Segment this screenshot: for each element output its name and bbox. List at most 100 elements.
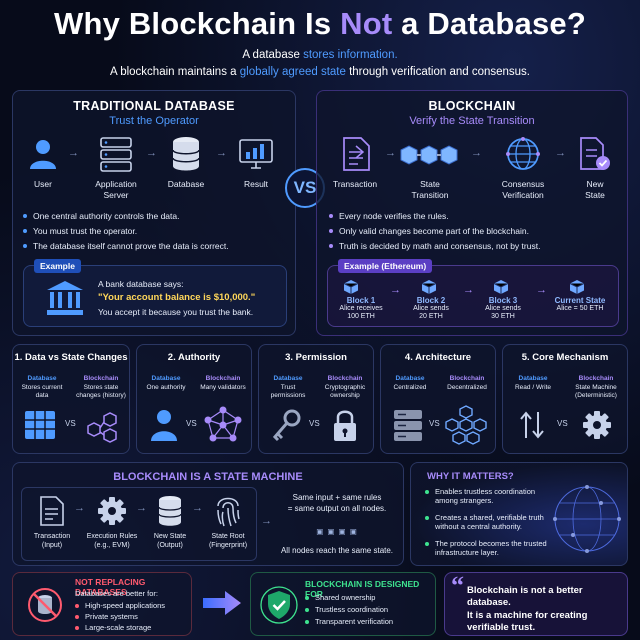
node-icons: ▣ ▣ ▣ ▣ <box>316 527 358 536</box>
flow-arrow: → <box>136 502 147 514</box>
new-state-database-icon <box>156 494 184 528</box>
decentralized-blocks-icon <box>443 403 489 447</box>
bc-flow-label-state-transition: State Transition <box>411 179 449 200</box>
card-right-heading: Blockchain <box>327 375 363 382</box>
example-block: Block 3 Alice sends 30 ETH <box>470 296 536 321</box>
flow-arrow: → <box>385 147 396 159</box>
why-bullet: The protocol becomes the trusted infrast… <box>425 539 575 557</box>
blockchain-bullet: Every node verifies the rules. <box>329 211 619 221</box>
block-text: Alice = 50 ETH <box>556 305 604 312</box>
why-bullet: Creates a shared, verifiable truth witho… <box>425 513 575 531</box>
traditional-subheading: Trust the Operator <box>109 115 199 127</box>
key-icon <box>269 407 303 443</box>
card-right-heading: Blockchain <box>449 375 485 382</box>
lock-icon <box>329 405 361 445</box>
chain-history-icon <box>81 405 123 445</box>
block-title: Block 1 <box>346 296 376 305</box>
server-icon <box>98 135 134 173</box>
user-icon <box>27 137 59 171</box>
flow-arrow: → <box>74 502 85 514</box>
example-block: Block 2 Alice sends 20 ETH <box>398 296 464 321</box>
flow-arrow: → <box>471 147 482 159</box>
transaction-input-icon <box>38 494 66 528</box>
example-quote: "Your account balance is $10,000." <box>98 292 256 303</box>
card-left-text: Stores current data <box>21 384 63 399</box>
no-database-icon <box>27 587 63 623</box>
designed-for-bullet: Transparent verification <box>305 617 433 626</box>
comparison-card: 4. Architecture Database Centralized Blo… <box>380 344 496 454</box>
flow-arrow: → <box>68 147 79 159</box>
consensus-globe-icon <box>503 134 543 174</box>
quote-panel: “ Blockchain is not a better database. I… <box>444 571 628 636</box>
not-replacing-bullet: Large-scale storage <box>75 623 193 632</box>
designed-for-bullet: Trustless coordination <box>305 605 433 614</box>
result-chart-icon <box>237 137 275 171</box>
not-replacing-panel: NOT REPLACING DATABASES Databases are be… <box>12 572 192 636</box>
blockchain-example-box: Example (Ethereum) Block 1 Alice receive… <box>327 259 619 327</box>
bank-icon <box>44 278 86 318</box>
card-left-text: One authority <box>146 384 186 391</box>
page-title: Why Blockchain Is Not a Database? <box>53 6 587 41</box>
traditional-heading: TRADITIONAL DATABASE <box>73 99 235 113</box>
not-replacing-bullet: High-speed applications <box>75 601 193 610</box>
validators-network-icon <box>201 403 245 447</box>
blockchain-bullet: Truth is decided by math and consensus, … <box>329 241 619 251</box>
block-title: Block 3 <box>488 296 518 305</box>
card-vs: VS <box>186 419 197 428</box>
card-title: 4. Architecture <box>404 352 472 363</box>
traditional-bullet: One central authority controls the data. <box>23 211 283 221</box>
card-left-text: Centralized <box>393 384 427 391</box>
traditional-example-box: Example A bank database says: "Your acco… <box>23 259 287 327</box>
blockchain-panel: BLOCKCHAIN Verify the State Transition T… <box>316 90 628 336</box>
traditional-bullet: You must trust the operator. <box>23 226 283 236</box>
card-right-heading: Blockchain <box>578 375 614 382</box>
card-title: 2. Authority <box>167 352 221 363</box>
why-bullet: Enables trustless coordination among str… <box>425 487 575 505</box>
block-title: Current State <box>554 296 606 305</box>
flow-arrow: → <box>261 515 272 527</box>
card-vs: VS <box>557 419 568 428</box>
quote-text: Blockchain is not a better database. It … <box>467 585 588 634</box>
example-line-1: A bank database says: <box>98 279 184 289</box>
state-machine-panel: BLOCKCHAIN IS A STATE MACHINE Transactio… <box>12 462 404 566</box>
state-machine-rule: Same input + same rules = same output on… <box>287 493 387 513</box>
block-text: Alice receives 100 ETH <box>339 305 383 321</box>
flow-arrow: → <box>555 147 566 159</box>
subtitle-line-1: A database stores information. <box>242 49 398 61</box>
comparison-card: 3. Permission Database Trust permissions… <box>258 344 374 454</box>
designed-for-panel: BLOCKCHAIN IS DESIGNED FOR Shared owners… <box>250 572 436 636</box>
shield-check-icon <box>259 585 299 625</box>
execution-gear-icon <box>96 494 128 528</box>
comparison-card: 5. Core Mechanism Database Read / Write … <box>502 344 628 454</box>
state-transition-blocks-icon <box>399 143 461 167</box>
read-write-arrows-icon <box>517 409 547 441</box>
flow-arrow: → <box>192 502 203 514</box>
subtitle-line-2: A blockchain maintains a globally agreed… <box>109 66 531 78</box>
network-globe-icon <box>547 477 627 561</box>
block-text: Alice sends 20 ETH <box>413 305 449 321</box>
sm-step-label: Transaction (Input) <box>33 533 71 549</box>
why-heading: WHY IT MATTERS? <box>427 471 514 482</box>
card-left-text: Read / Write <box>514 384 551 391</box>
cube-icon <box>568 278 586 296</box>
card-title: 5. Core Mechanism <box>521 352 609 363</box>
traditional-bullet: The database itself cannot prove the dat… <box>23 241 283 251</box>
card-left-heading: Database <box>27 375 57 382</box>
flow-arrow: → <box>216 147 227 159</box>
state-machine-flow: Transaction (Input) → Execution Rules (e… <box>21 487 257 561</box>
cube-icon <box>492 278 510 296</box>
card-right-text: Decentralized <box>447 384 487 391</box>
card-right-text: Stores state changes (history) <box>76 384 126 399</box>
new-state-document-icon <box>577 135 613 173</box>
card-vs: VS <box>429 419 440 428</box>
card-right-text: Cryptographic ownership <box>324 384 366 399</box>
card-right-heading: Blockchain <box>83 375 119 382</box>
flow-label-user: User <box>34 179 52 189</box>
card-left-text: Trust permissions <box>270 384 306 399</box>
comparison-card: 2. Authority Database One authority Bloc… <box>136 344 252 454</box>
card-left-heading: Database <box>395 375 425 382</box>
card-right-text: State Machine (Deterministic) <box>575 384 617 399</box>
bc-flow-label-transaction: Transaction <box>332 179 378 189</box>
state-machine-heading: BLOCKCHAIN IS A STATE MACHINE <box>113 471 303 483</box>
